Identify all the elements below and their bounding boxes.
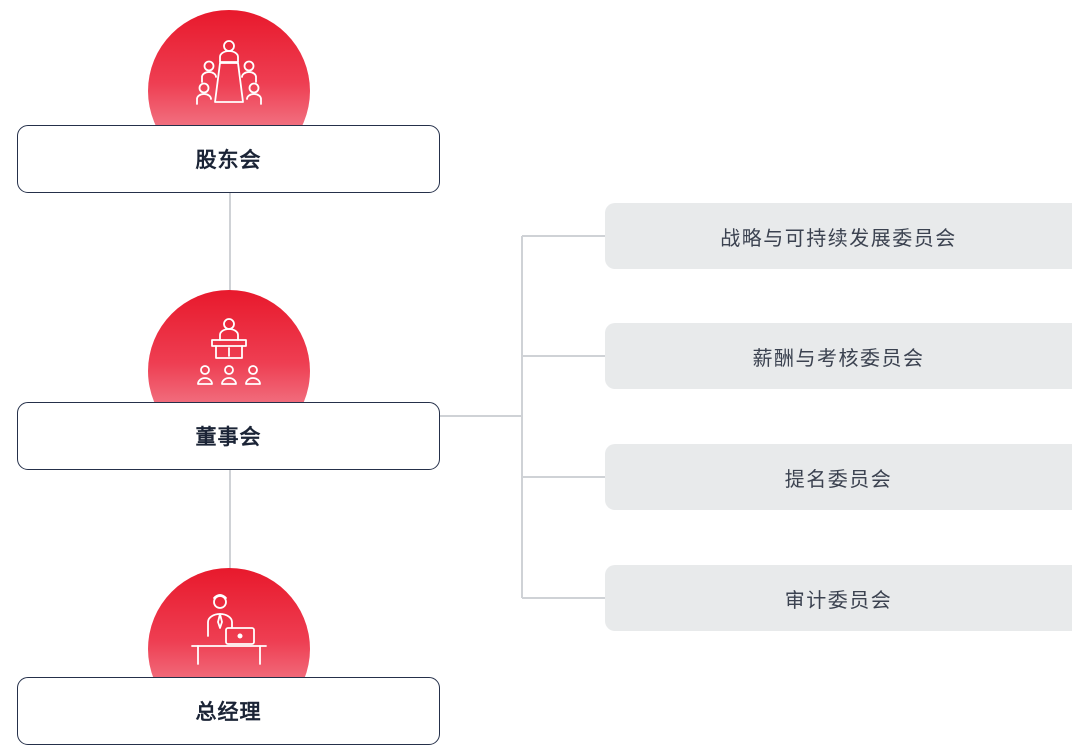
committee-label: 薪酬与考核委员会 — [752, 345, 925, 370]
gm-box[interactable]: 总经理 — [17, 677, 440, 745]
podium-speaker-icon — [197, 318, 261, 385]
gm-label: 总经理 — [195, 700, 262, 724]
board-box[interactable]: 董事会 — [17, 402, 440, 470]
committee-nomination[interactable]: 提名委员会 — [605, 444, 1072, 510]
board-label: 董事会 — [195, 425, 262, 449]
meeting-table-icon — [196, 40, 262, 105]
shareholders-label: 股东会 — [195, 148, 262, 172]
committee-label: 提名委员会 — [784, 466, 893, 491]
committee-label: 战略与可持续发展委员会 — [720, 225, 957, 250]
committee-remuneration[interactable]: 薪酬与考核委员会 — [605, 323, 1072, 389]
committee-label: 审计委员会 — [784, 587, 893, 612]
committee-strategy[interactable]: 战略与可持续发展委员会 — [605, 203, 1072, 269]
shareholders-box[interactable]: 股东会 — [17, 125, 440, 193]
committee-audit[interactable]: 审计委员会 — [605, 565, 1072, 631]
manager-laptop-icon — [191, 594, 267, 665]
